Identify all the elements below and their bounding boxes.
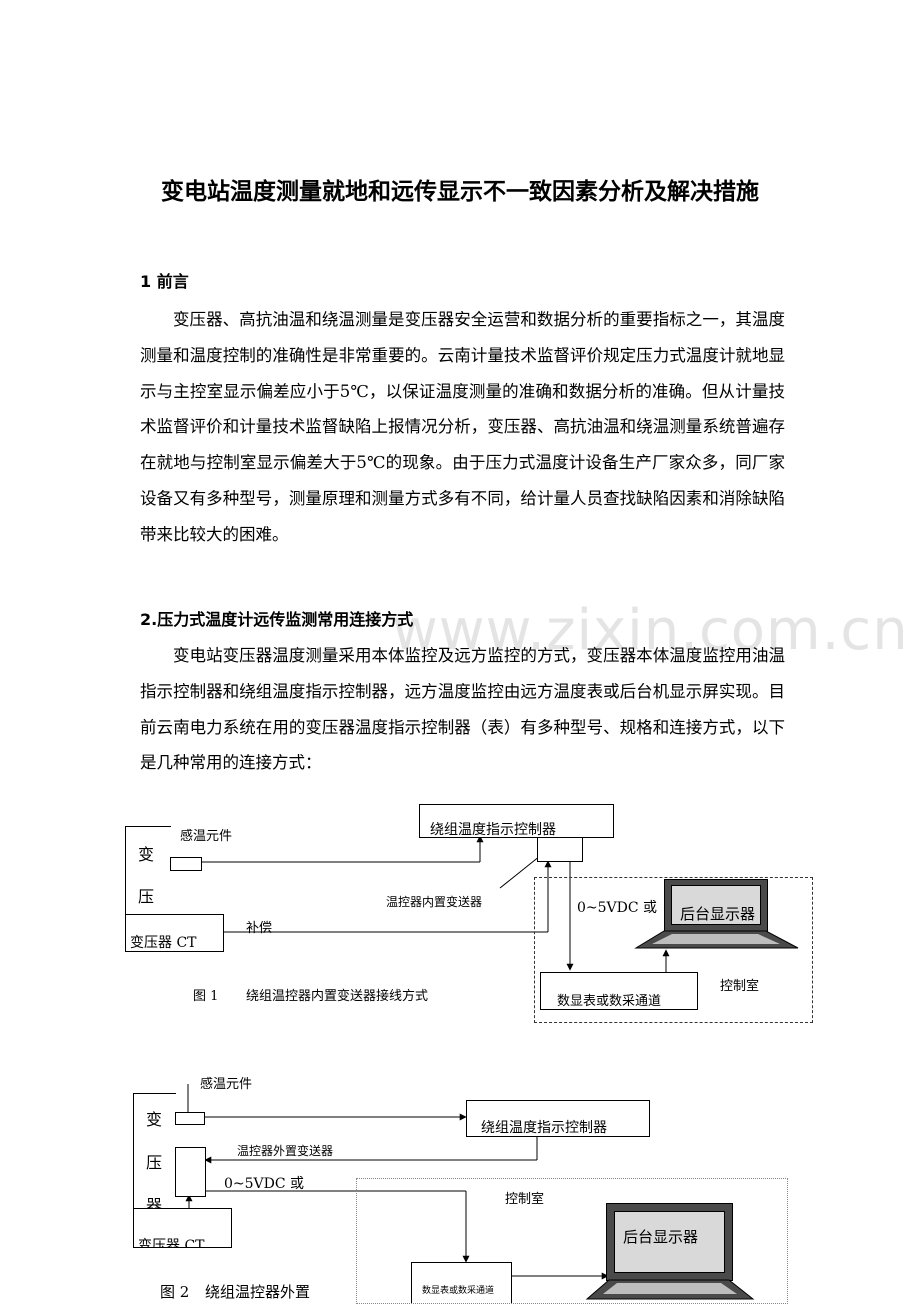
transformer-ct-label-2: 变压器 CT [138, 1238, 205, 1248]
figure-2-caption-number: 图 2 [160, 1283, 190, 1301]
transformer-char-2: 压 [138, 887, 155, 906]
sensor-element [170, 857, 202, 871]
laptop-display: 后台显示器 [671, 885, 761, 925]
transformer-char-1: 变 [138, 845, 155, 864]
transformer-block-2: 变 压 器 [133, 1093, 176, 1210]
transformer2-char-2: 压 [146, 1153, 163, 1172]
compensation-label: 补偿 [246, 921, 273, 936]
channel-box: 数显表或数采通道 [540, 972, 698, 1010]
document-title: 变电站温度测量就地和远传显示不一致因素分析及解决措施 [161, 179, 759, 205]
control-room-label: 控制室 [720, 979, 760, 994]
transformer-block: 变 压 [125, 826, 171, 916]
transmitter-label: 温控器内置变送器 [386, 895, 483, 909]
transformer-ct-box: 变压器 CT [125, 914, 224, 952]
transmitter-box [537, 837, 583, 862]
transformer2-char-3: 器 [146, 1196, 163, 1211]
section-1-paragraph: 变压器、高抗油温和绕温测量是变压器安全运营和数据分析的重要指标之一，其温度测量和… [140, 310, 785, 544]
section-1-heading: 1 前言 [140, 272, 189, 291]
controller-box-2: 绕组温度指示控制器 [466, 1100, 650, 1137]
controller-label: 绕组温度指示控制器 [430, 822, 556, 838]
transmitter-label-2: 温控器外置变送器 [237, 1144, 334, 1158]
figure-2-caption: 绕组温控器外置 [205, 1283, 311, 1301]
channel-box-2: 数显表或数采通道 [411, 1262, 512, 1303]
signal-label-2: 0~5VDC 或 [224, 1176, 305, 1192]
laptop2-display: 后台显示器 [614, 1211, 725, 1273]
figure-1-caption: 绕组温控器内置变送器接线方式 [246, 989, 429, 1004]
display-label-2: 后台显示器 [623, 1228, 699, 1246]
channel-label-2: 数显表或数采通道 [422, 1286, 495, 1296]
sensor-label-2: 感温元件 [200, 1077, 253, 1092]
section-2-heading: 2.压力式温度计远传监测常用连接方式 [140, 610, 414, 629]
signal-label: 0~5VDC 或 [577, 900, 658, 916]
controller-label-2: 绕组温度指示控制器 [481, 1120, 607, 1136]
controller-box: 绕组温度指示控制器 [419, 804, 614, 838]
sensor-label: 感温元件 [180, 829, 233, 844]
display-label: 后台显示器 [680, 905, 756, 923]
transformer-ct-label: 变压器 CT [130, 935, 197, 951]
laptop-keyboard-icon [634, 930, 799, 949]
watermark: www.zixin.com.cn [392, 598, 909, 663]
channel-label: 数显表或数采通道 [557, 994, 662, 1009]
control-room-region [534, 877, 813, 1023]
section-2-paragraph: 变电站变压器温度测量采用本体监控及远方监控的方式，变压器本体温度监控用油温指示控… [140, 646, 785, 773]
external-transmitter-box [175, 1147, 206, 1197]
figure-1-caption-number: 图 1 [193, 989, 219, 1004]
transformer-ct-box-2: 变压器 CT [133, 1208, 232, 1248]
laptop2-keyboard-icon [585, 1279, 755, 1300]
control-room-label-2: 控制室 [505, 1192, 545, 1207]
sensor-element-2 [175, 1112, 205, 1125]
transformer2-char-1: 变 [146, 1110, 163, 1129]
